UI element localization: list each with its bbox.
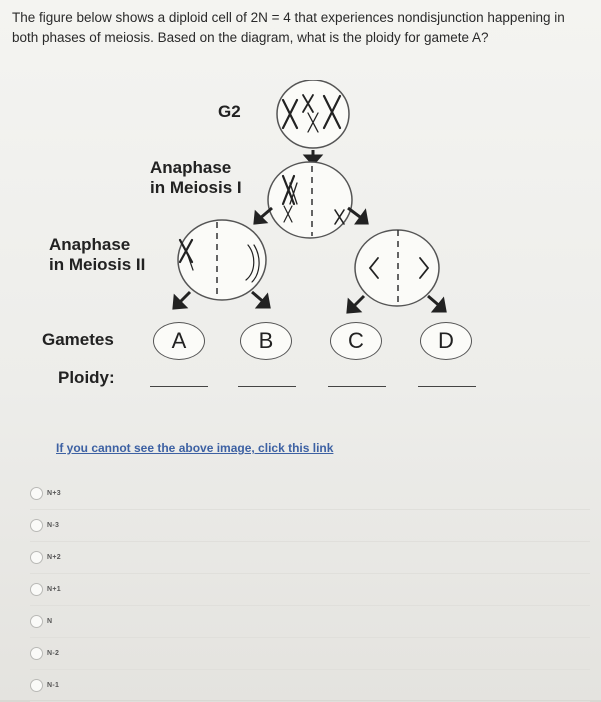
gametes-label: Gametes [42, 330, 114, 349]
option-n-plus-2[interactable]: N+2 [30, 542, 590, 574]
meiosis-diagram: G2 Anaphase in Meiosis I Anaphase in Mei… [0, 80, 601, 410]
radio-button[interactable] [30, 647, 43, 660]
arrow-m1-left [253, 206, 273, 225]
radio-button[interactable] [30, 583, 43, 596]
option-n-minus-3[interactable]: N-3 [30, 510, 590, 542]
image-fallback-link[interactable]: If you cannot see the above image, click… [56, 441, 334, 455]
arrow-m2-left [172, 290, 192, 310]
meiosis2-left-cell [177, 219, 267, 301]
meiosis-diagram-drawing [172, 80, 447, 314]
meiosis1-cell [267, 161, 353, 239]
option-n[interactable]: N [30, 606, 590, 638]
radio-button[interactable] [30, 615, 43, 628]
arrow-m2-right-right [427, 294, 447, 313]
ploidy-blank-c [328, 386, 386, 387]
question-text: The figure below shows a diploid cell of… [12, 10, 565, 45]
ploidy-blank-b [238, 386, 296, 387]
arrow-m2-left-right [251, 290, 271, 309]
option-label: N-1 [47, 682, 60, 689]
arrow-g2-down [302, 150, 324, 167]
option-label: N-2 [47, 650, 60, 657]
arrow-m1-right [347, 206, 369, 225]
anaphase-meiosis1-label: Anaphase in Meiosis I [150, 158, 242, 197]
g2-label: G2 [218, 102, 241, 121]
answer-options: N+3 N-3 N+2 N+1 N N-2 N-1 [30, 478, 590, 702]
radio-button[interactable] [30, 551, 43, 564]
meiosis2-right-cell [354, 229, 440, 307]
radio-button[interactable] [30, 519, 43, 532]
option-label: N-3 [47, 522, 60, 529]
ploidy-blank-d [418, 386, 476, 387]
option-label: N+1 [47, 586, 61, 593]
arrow-m2-right-left [346, 294, 366, 314]
ploidy-blank-a [150, 386, 208, 387]
meiosis2-left-chromosomes [178, 238, 260, 283]
ploidy-label: Ploidy: [58, 368, 115, 387]
option-label: N+3 [47, 490, 61, 497]
option-label: N+2 [47, 554, 61, 561]
g2-cell [276, 80, 350, 149]
gamete-d: D [420, 322, 472, 360]
gamete-c: C [330, 322, 382, 360]
option-n-plus-3[interactable]: N+3 [30, 478, 590, 510]
gamete-b: B [240, 322, 292, 360]
option-n-minus-1[interactable]: N-1 [30, 670, 590, 702]
radio-button[interactable] [30, 487, 43, 500]
option-n-minus-2[interactable]: N-2 [30, 638, 590, 670]
anaphase-meiosis2-label: Anaphase in Meiosis II [49, 235, 146, 274]
meiosis2-right-chromosomes [368, 257, 430, 279]
gamete-a: A [153, 322, 205, 360]
radio-button[interactable] [30, 679, 43, 692]
option-n-plus-1[interactable]: N+1 [30, 574, 590, 606]
g2-chromosomes [281, 94, 342, 133]
meiosis1-chromosomes [281, 174, 298, 223]
option-label: N [47, 618, 53, 625]
